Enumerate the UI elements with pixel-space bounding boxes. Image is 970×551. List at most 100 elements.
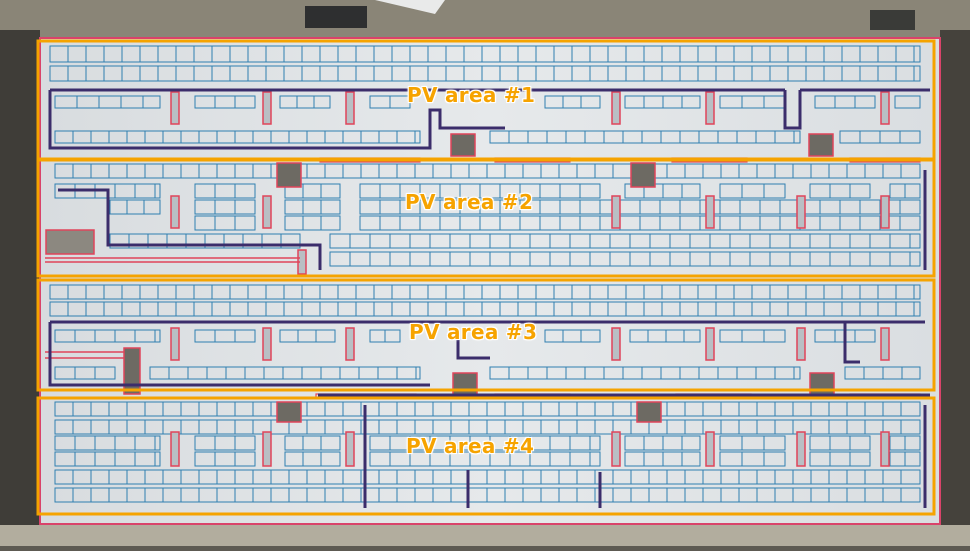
module-row xyxy=(279,329,336,343)
module-row xyxy=(359,199,921,215)
module-row xyxy=(54,130,421,144)
module-row-outline xyxy=(629,329,701,343)
hvac-unit xyxy=(630,162,656,188)
module-row xyxy=(194,95,256,109)
pv-area-4-label: PV area #4 xyxy=(406,434,535,458)
module-row-outline xyxy=(809,183,871,199)
module-row-outline xyxy=(194,95,256,109)
skylight xyxy=(880,431,890,467)
hvac-unit xyxy=(276,401,302,423)
module-row xyxy=(194,329,256,343)
module-row xyxy=(54,469,921,485)
cable-route xyxy=(456,340,490,360)
module-row xyxy=(54,401,921,417)
module-row xyxy=(54,487,921,503)
skylight xyxy=(170,91,180,125)
module-row-outline xyxy=(544,95,601,109)
module-row xyxy=(329,251,921,267)
module-row-outline xyxy=(369,435,601,451)
hvac-unit xyxy=(809,372,835,396)
module-row xyxy=(624,95,701,109)
module-row xyxy=(49,301,921,317)
hvac-unit xyxy=(808,133,834,157)
module-row xyxy=(889,451,921,467)
pv-area-2-label: PV area #2 xyxy=(405,190,534,214)
skylight xyxy=(705,327,715,361)
module-row xyxy=(369,435,601,451)
module-row-outline xyxy=(284,451,341,467)
skylight xyxy=(345,91,355,125)
module-row xyxy=(194,183,256,199)
module-row-outline xyxy=(49,301,921,317)
module-row-outline xyxy=(109,199,161,215)
module-row-outline xyxy=(329,251,921,267)
skylight xyxy=(262,195,272,229)
module-row xyxy=(284,183,341,199)
skylight xyxy=(611,91,621,125)
module-row xyxy=(489,130,801,144)
module-row xyxy=(814,95,876,109)
module-row xyxy=(54,95,161,109)
skylight xyxy=(170,327,180,361)
area-3-outline xyxy=(36,278,936,392)
module-row xyxy=(329,233,921,249)
module-row-outline xyxy=(719,435,786,451)
module-row xyxy=(629,329,701,343)
cable-route xyxy=(48,90,505,150)
module-row xyxy=(624,451,701,467)
skylight xyxy=(880,91,890,125)
skylight xyxy=(611,195,621,229)
module-row xyxy=(624,435,701,451)
module-row xyxy=(359,183,601,199)
module-row-outline xyxy=(719,329,786,343)
module-row xyxy=(844,366,921,380)
skylight xyxy=(880,195,890,229)
hvac-unit xyxy=(450,133,476,157)
module-row xyxy=(624,183,701,199)
module-row xyxy=(54,419,921,435)
hvac-unit xyxy=(276,162,302,188)
module-row-outline xyxy=(489,130,801,144)
parked-truck xyxy=(305,6,367,28)
cable-routes xyxy=(48,88,930,508)
keep-out-line xyxy=(45,351,124,359)
module-row-outline xyxy=(284,215,341,231)
module-row xyxy=(284,435,341,451)
module-row-outline xyxy=(194,451,256,467)
pv-area-3-label: PV area #3 xyxy=(409,320,538,344)
module-row-outline xyxy=(194,215,256,231)
module-row xyxy=(369,329,401,343)
module-row xyxy=(369,95,411,109)
module-row xyxy=(719,451,786,467)
module-row xyxy=(489,366,801,380)
module-row-outline xyxy=(49,65,921,82)
module-row xyxy=(839,130,921,144)
skylight xyxy=(262,91,272,125)
module-row xyxy=(544,329,601,343)
module-row-outline xyxy=(54,329,161,343)
module-row xyxy=(719,329,786,343)
skylight xyxy=(345,431,355,467)
module-row-outline xyxy=(194,199,256,215)
module-row-outline xyxy=(544,329,601,343)
module-row-outline xyxy=(194,183,256,199)
skylight xyxy=(796,195,806,229)
module-row-outline xyxy=(284,435,341,451)
module-rows xyxy=(49,45,921,503)
module-row-outline xyxy=(54,435,161,451)
module-row xyxy=(54,451,161,467)
cable-route xyxy=(783,88,930,130)
roof-obstacles xyxy=(45,91,921,467)
skylight xyxy=(611,431,621,467)
skylight xyxy=(345,327,355,361)
skylight xyxy=(796,327,806,361)
module-row-outline xyxy=(809,435,871,451)
module-row-outline xyxy=(489,366,801,380)
skylight xyxy=(262,327,272,361)
module-row-outline xyxy=(329,233,921,249)
cable-route xyxy=(48,322,430,387)
module-row xyxy=(54,329,161,343)
module-row xyxy=(49,284,921,300)
module-row-outline xyxy=(719,451,786,467)
